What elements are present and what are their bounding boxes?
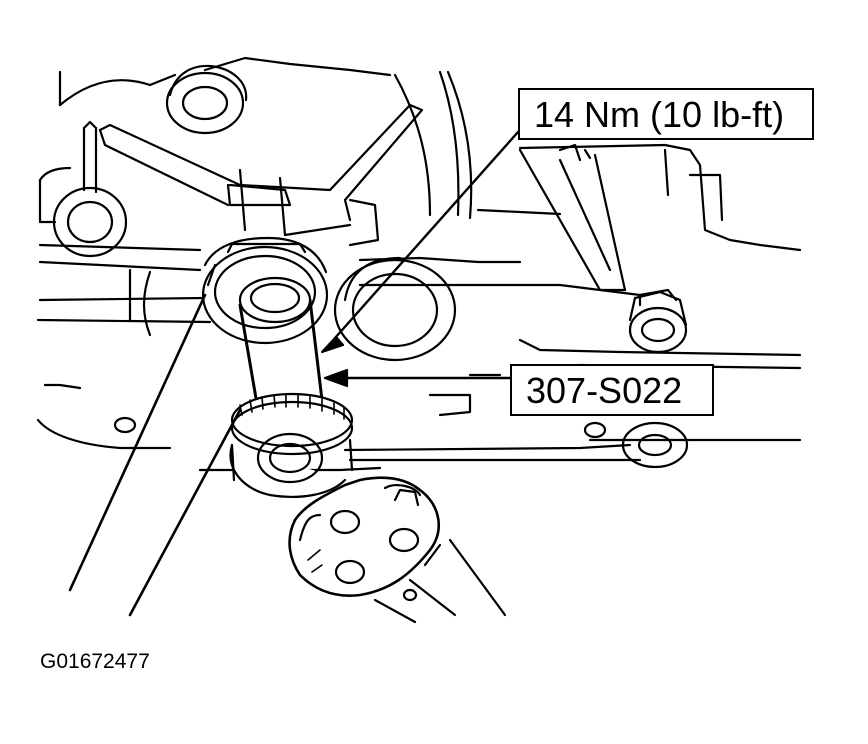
bracket xyxy=(98,103,424,247)
socket-assembly xyxy=(201,236,354,498)
tool-leader xyxy=(323,368,512,388)
wrench xyxy=(288,476,507,624)
torque-spec-label: 14 Nm (10 lb-ft) xyxy=(518,88,814,140)
figure-id: G01672477 xyxy=(40,650,150,673)
transmission-case xyxy=(36,56,802,472)
extension-bars xyxy=(68,263,242,617)
torque-leader xyxy=(320,130,520,354)
special-tool-label: 307-S022 xyxy=(510,364,714,416)
